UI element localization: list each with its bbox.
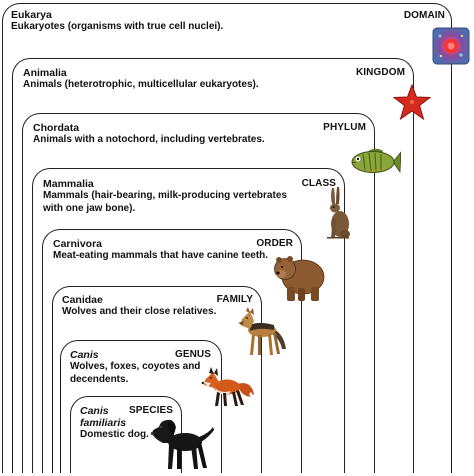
dog-icon [150,419,214,469]
rank-label-order: ORDER [256,238,293,249]
fox-icon [201,367,254,406]
taxon-desc-species: Domestic dog. [80,429,149,440]
rank-label-family: FAMILY [216,294,253,305]
jackal-icon [238,307,286,355]
rank-label-phylum: PHYLUM [323,122,366,133]
taxon-desc-kingdom: Animals (heterotrophic, multicellular eu… [23,79,259,90]
fish-icon [351,148,401,174]
taxon-desc-genus: Wolves, foxes, coyotes and decendents. [70,361,200,386]
taxon-desc-genus-line1: Wolves, foxes, coyotes and [70,361,201,372]
taxon-desc-phylum: Animals with a notochord, including vert… [33,134,265,145]
taxon-name-order: Carnivora [53,238,103,250]
taxon-name-phylum: Chordata [33,122,80,134]
starfish-icon [393,84,431,120]
taxon-name-class: Mammalia [43,178,94,190]
taxon-desc-genus-line2: decendents. [70,373,129,385]
rank-label-kingdom: KINGDOM [355,67,405,78]
taxon-desc-class-line2: with one jaw bone). [43,202,136,214]
taxon-desc-family: Wolves and their close relatives. [62,306,217,317]
bear-icon [274,256,325,301]
taxon-name-family: Canidae [62,294,103,306]
taxon-desc-class-line1: Mammals (hair-bearing, milk-producing ve… [43,190,287,201]
hare-icon [327,187,350,239]
rank-label-genus: GENUS [174,349,211,360]
taxon-desc-class: Mammals (hair-bearing, milk-producing ve… [43,190,287,215]
taxon-desc-domain: Eukaryotes (organisms with true cell nuc… [11,21,224,32]
rank-label-class: CLASS [301,178,336,189]
rank-label-species: SPECIES [128,405,173,416]
taxon-name-species-line2: familiaris [80,417,127,429]
rank-label-domain: DOMAIN [403,10,445,21]
taxon-name-species-line1: Canis [80,405,109,417]
taxon-name-domain: Eukarya [11,9,52,21]
taxon-name-genus: Canis [70,349,99,361]
taxon-name-kingdom: Animalia [23,67,67,79]
taxon-desc-order: Meat-eating mammals that have canine tee… [53,250,269,261]
taxon-name-species: Canis familiaris [80,405,126,429]
cell-icon [432,27,470,65]
